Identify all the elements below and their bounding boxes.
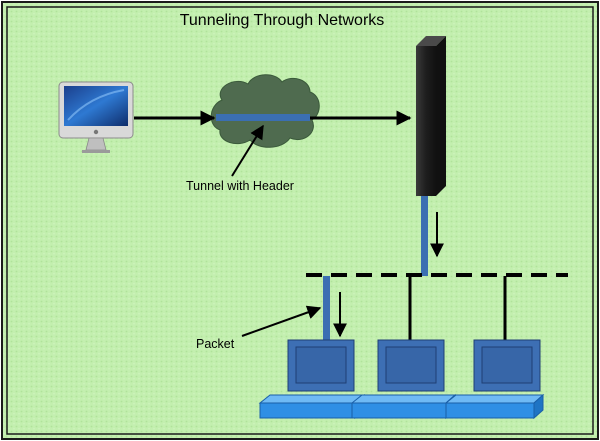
packet-label: Packet — [196, 337, 235, 351]
tunnel-with-header-label: Tunnel with Header — [186, 179, 294, 193]
packet-callout-line — [241, 305, 322, 337]
tunnel-bar — [216, 114, 310, 121]
tunnel-callout-line — [231, 124, 264, 177]
firewall-icon — [416, 36, 446, 196]
desktop-computer-icon — [444, 339, 545, 420]
desktop-computer-icon — [350, 339, 457, 420]
firewall-packet-pipe — [421, 196, 428, 276]
desktop-computer-icon — [58, 81, 134, 153]
cloud-icon — [210, 74, 320, 148]
diagram-title: Tunneling Through Networks — [180, 12, 385, 29]
packet-drop-pipe — [323, 276, 330, 340]
